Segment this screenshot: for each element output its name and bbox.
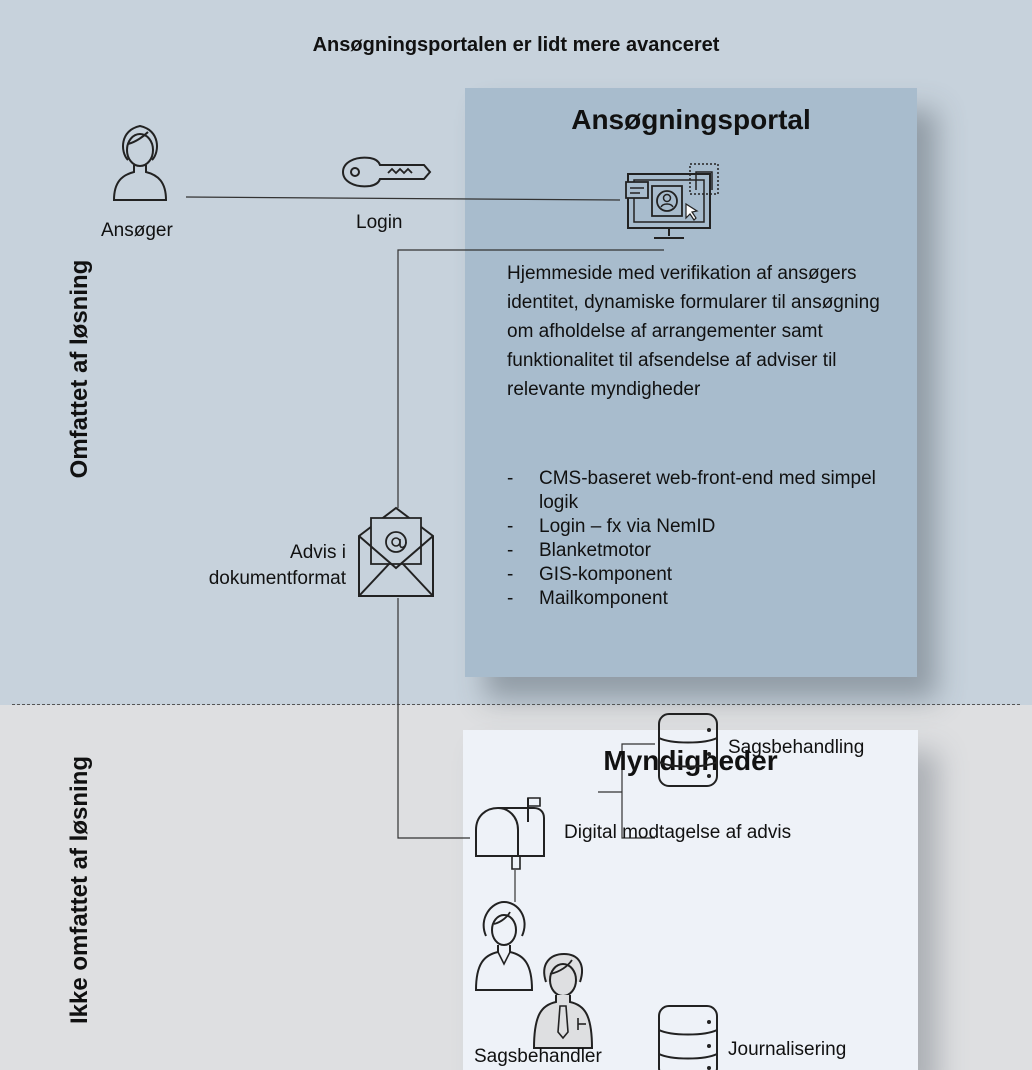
feature-text: CMS-baseret web-front-end med simpel log… xyxy=(539,468,876,513)
database-icon xyxy=(657,712,719,788)
case-worker-label: Sagsbehandler xyxy=(474,1046,602,1067)
page-title: Ansøgningsportalen er lidt mere avancere… xyxy=(312,34,720,56)
login-label: Login xyxy=(356,212,403,233)
feature-item: - Login – fx via NemID xyxy=(507,515,907,539)
portal-box xyxy=(465,88,917,677)
portal-description: Hjemmeside med verifikation af ansøgers … xyxy=(507,263,880,400)
feature-text: GIS-komponent xyxy=(539,564,673,585)
applicant-label: Ansøger xyxy=(101,220,173,241)
feature-item: - Mailkomponent xyxy=(507,587,907,611)
person-icon xyxy=(108,122,172,202)
computer-portal-icon xyxy=(624,160,724,242)
feature-item: - CMS-baseret web-front-end med simpel lo… xyxy=(507,467,907,515)
feature-text: Blanketmotor xyxy=(539,540,651,561)
notice-label-line1: Advis i xyxy=(290,542,346,563)
notice-label-line2: dokumentformat xyxy=(208,568,346,589)
feature-item: - GIS-komponent xyxy=(507,563,907,587)
portal-title: Ansøgningsportal xyxy=(571,104,811,135)
authorities-title: Myndigheder xyxy=(603,745,778,776)
archiving-label: Journalisering xyxy=(728,1039,847,1060)
feature-dash: - xyxy=(507,564,514,585)
email-envelope-icon xyxy=(357,506,435,598)
feature-item: - Blanketmotor xyxy=(507,539,907,563)
feature-dash: - xyxy=(507,540,514,561)
mailbox-icon xyxy=(474,796,546,870)
feature-dash: - xyxy=(507,468,514,489)
feature-dash: - xyxy=(507,588,514,609)
database-icon xyxy=(657,1004,719,1070)
feature-text: Mailkomponent xyxy=(539,588,668,609)
case-handling-label: Sagsbehandling xyxy=(728,737,865,758)
feature-dash: - xyxy=(507,516,514,537)
receipt-label: Digital modtagelse af advis xyxy=(564,822,792,843)
portal-feature-list: - CMS-baseret web-front-end med simpel lo… xyxy=(507,467,907,611)
case-workers-icon xyxy=(474,900,610,1050)
feature-text: Login – fx via NemID xyxy=(539,516,716,537)
zone-divider xyxy=(12,704,1020,705)
key-icon xyxy=(340,153,432,191)
